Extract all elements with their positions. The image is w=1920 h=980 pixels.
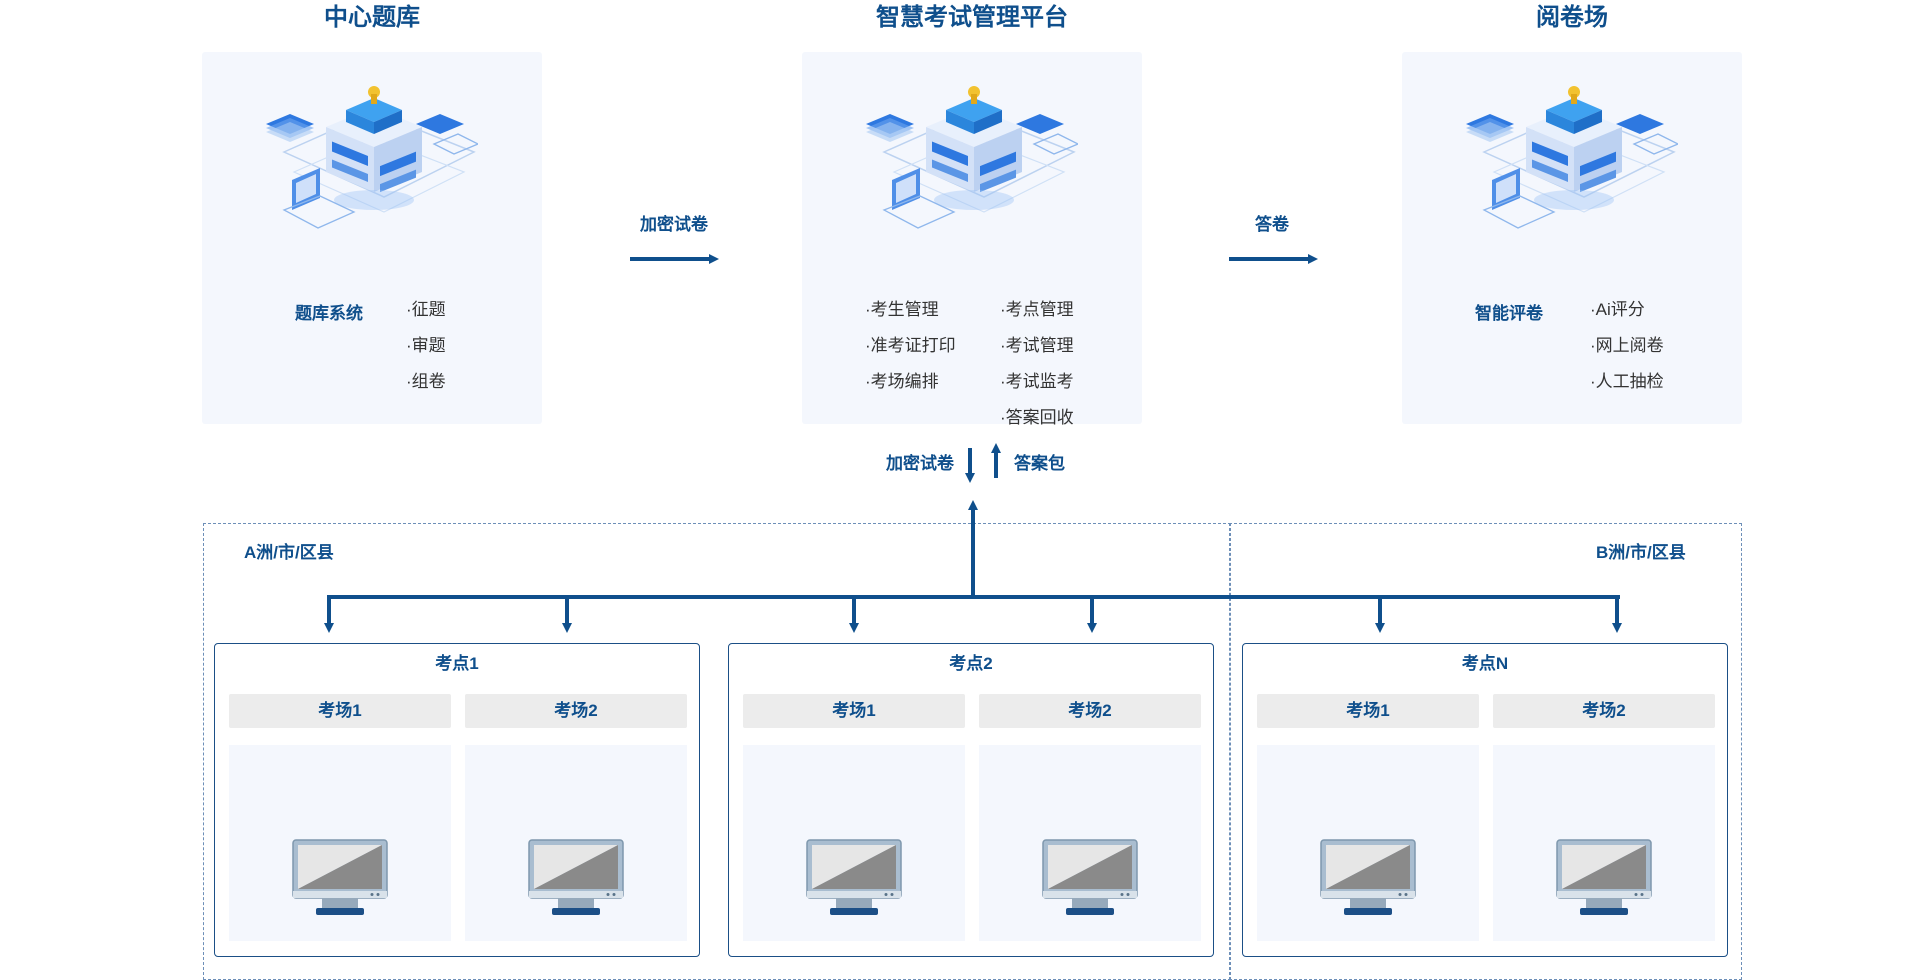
flow-label-up-answer-package: 答案包 — [1014, 454, 1065, 473]
list-item: ·审题 — [406, 336, 446, 355]
site-title: 考点2 — [949, 654, 993, 673]
site-title: 考点N — [1461, 654, 1509, 673]
room-tab: 考场2 — [979, 694, 1201, 728]
room-tab: 考场2 — [465, 694, 687, 728]
room-body — [1493, 745, 1715, 941]
region-a-label: A洲/市/区县 — [244, 543, 334, 562]
list-item: ·考试监考 — [1000, 372, 1074, 391]
room-body — [229, 745, 451, 941]
computer-monitor-icon — [1556, 839, 1652, 917]
question-bank-panel: 题库系统 ·征题 ·审题 ·组卷 — [202, 52, 542, 424]
computer-monitor-icon — [292, 839, 388, 917]
list-item: ·网上阅卷 — [1590, 336, 1664, 355]
list-item: ·准考证打印 — [865, 336, 956, 355]
site-title: 考点1 — [435, 654, 479, 673]
feature-list-right: ·考点管理 ·考试管理 ·考试监考 ·答案回收 — [1000, 292, 1074, 436]
feature-list-left: ·考生管理 ·准考证打印 ·考场编排 — [865, 292, 956, 400]
list-item: ·Ai评分 — [1590, 300, 1645, 319]
flow-label-down-encrypted-paper: 加密试卷 — [886, 454, 954, 473]
computer-monitor-icon — [806, 839, 902, 917]
flow-label-encrypted-paper: 加密试卷 — [640, 215, 708, 234]
room-body — [1257, 745, 1479, 941]
list-item: ·人工抽检 — [1590, 372, 1664, 391]
list-item: ·征题 — [406, 300, 446, 319]
list-item: ·考点管理 — [1000, 300, 1074, 319]
room-tab: 考场1 — [229, 694, 451, 728]
computer-monitor-icon — [528, 839, 624, 917]
system-label: 智能评卷 — [1475, 304, 1543, 323]
list-item: ·组卷 — [406, 372, 446, 391]
computer-monitor-icon — [1042, 839, 1138, 917]
heading-marking-site: 阅卷场 — [1536, 4, 1608, 31]
room-tab: 考场2 — [1493, 694, 1715, 728]
room-body — [743, 745, 965, 941]
region-b-label: B洲/市/区县 — [1596, 543, 1686, 562]
room-body — [979, 745, 1201, 941]
list-item: ·考试管理 — [1000, 336, 1074, 355]
room-tab: 考场1 — [1257, 694, 1479, 728]
heading-question-bank: 中心题库 — [324, 4, 420, 31]
feature-list: ·Ai评分 ·网上阅卷 ·人工抽检 — [1590, 292, 1664, 400]
list-item: ·答案回收 — [1000, 408, 1074, 427]
exam-site-2: 考点2 考场1 考场2 — [728, 643, 1214, 957]
heading-exam-platform: 智慧考试管理平台 — [876, 4, 1068, 31]
list-item: ·考场编排 — [865, 372, 939, 391]
room-body — [465, 745, 687, 941]
flow-label-answer-sheet: 答卷 — [1255, 215, 1289, 234]
feature-list: ·征题 ·审题 ·组卷 — [406, 292, 446, 400]
marking-site-panel: 智能评卷 ·Ai评分 ·网上阅卷 ·人工抽检 — [1402, 52, 1742, 424]
computer-monitor-icon — [1320, 839, 1416, 917]
exam-site-1: 考点1 考场1 考场2 — [214, 643, 700, 957]
exam-platform-panel: ·考生管理 ·准考证打印 ·考场编排 ·考点管理 ·考试管理 ·考试监考 ·答案… — [802, 52, 1142, 427]
system-label: 题库系统 — [295, 304, 363, 323]
exam-site-n: 考点N 考场1 考场2 — [1242, 643, 1728, 957]
list-item: ·考生管理 — [865, 300, 939, 319]
room-tab: 考场1 — [743, 694, 965, 728]
